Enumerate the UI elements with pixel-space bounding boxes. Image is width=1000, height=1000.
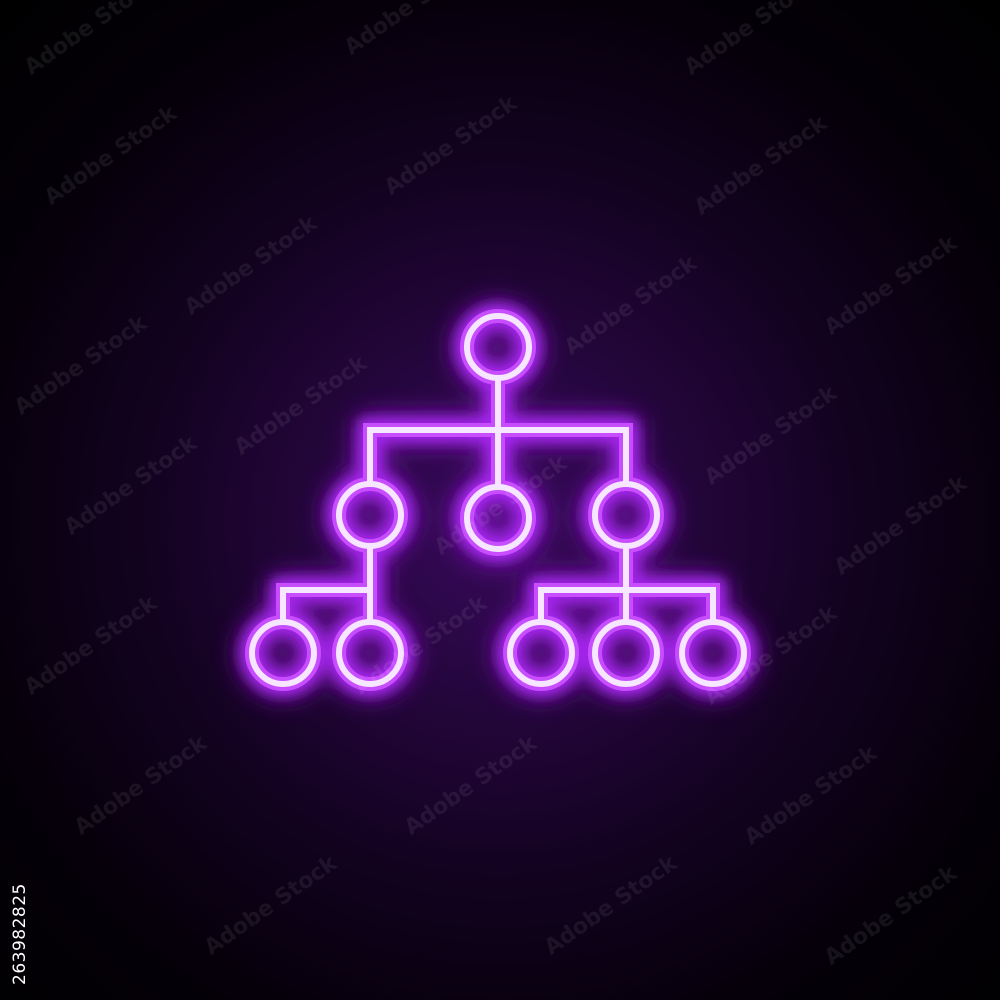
left-connector [280, 543, 373, 625]
stock-id-label: 263982825 [10, 883, 30, 985]
leaf-node [249, 619, 317, 687]
leaf-node [592, 619, 660, 687]
child-node-center [464, 484, 532, 552]
root-connector [367, 375, 629, 487]
neon-outline [245, 309, 751, 691]
leaf-node [679, 619, 747, 687]
leaf-node [336, 619, 404, 687]
leaf-node [507, 619, 575, 687]
right-connector [538, 543, 716, 625]
neon-core [249, 313, 747, 687]
